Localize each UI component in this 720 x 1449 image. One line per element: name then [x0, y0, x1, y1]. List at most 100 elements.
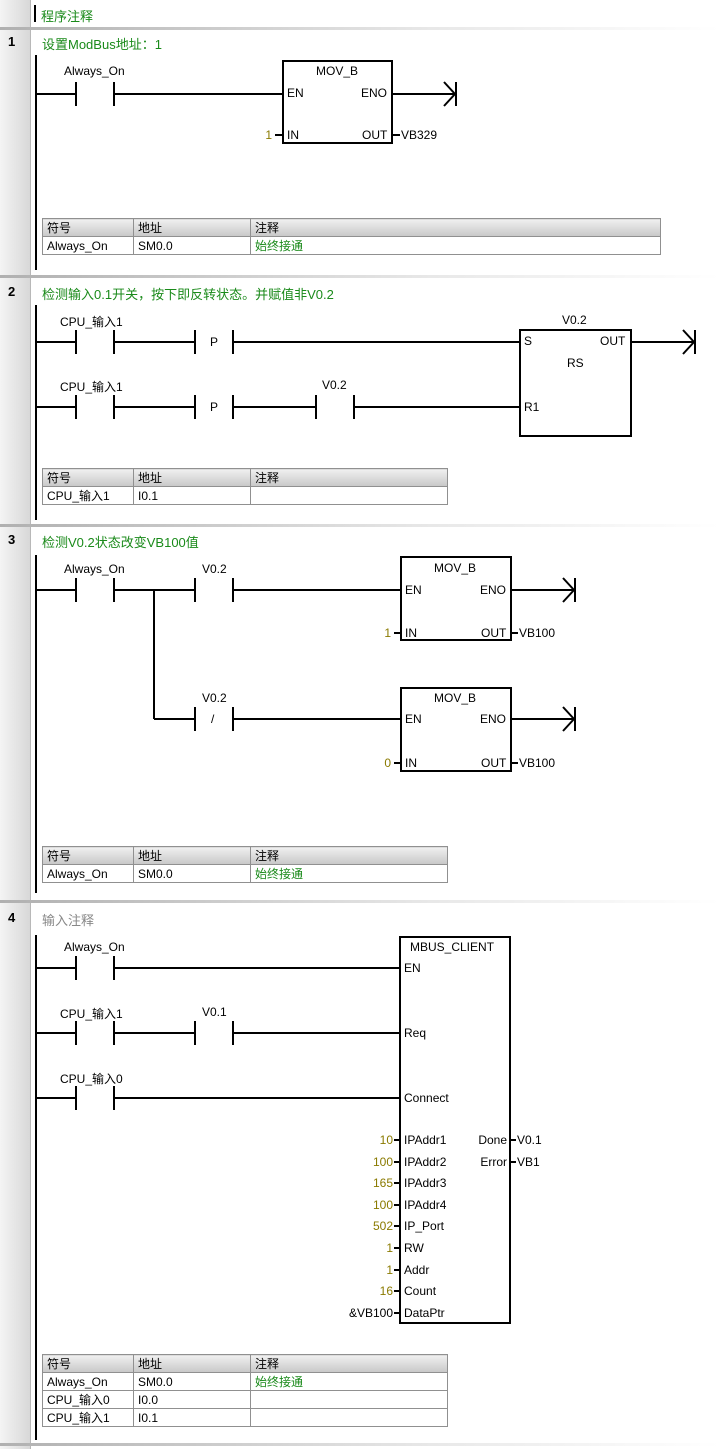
table-cell[interactable]: SM0.0 [133, 236, 251, 255]
block-out: OUT [481, 756, 507, 770]
left-gutter [0, 0, 31, 1449]
block-eno: ENO [480, 583, 507, 597]
out-value: VB100 [519, 756, 556, 770]
table-cell[interactable]: 始终接通 [250, 236, 661, 255]
block-name: MOV_B [316, 64, 359, 78]
table-cell[interactable]: 始终接通 [250, 864, 448, 883]
param-value: &VB100 [348, 1306, 393, 1320]
col-header: 注释 [250, 468, 448, 487]
rs-address: V0.2 [562, 313, 587, 327]
contact-label: V0.1 [202, 1005, 227, 1019]
table-cell[interactable]: I0.1 [133, 486, 251, 505]
param-value: 1 [386, 1263, 393, 1277]
p-symbol: P [210, 400, 219, 414]
separator [0, 275, 720, 278]
table-cell[interactable]: I0.0 [133, 1390, 251, 1409]
block-in: IN [405, 626, 417, 640]
table-cell[interactable]: SM0.0 [133, 864, 251, 883]
output-value: VB1 [517, 1155, 540, 1169]
table-cell[interactable]: CPU_输入1 [42, 486, 134, 505]
block-connect: Connect [404, 1091, 449, 1105]
network-number: 3 [8, 532, 16, 547]
param-label: IPAddr4 [404, 1198, 447, 1212]
p-symbol: P [210, 335, 219, 349]
out-value: VB100 [519, 626, 556, 640]
network-title[interactable]: 检测V0.2状态改变VB100值 [42, 535, 199, 550]
program-comment-marker [34, 5, 36, 22]
network-number: 2 [8, 284, 16, 299]
col-header: 符号 [42, 846, 134, 865]
network-title[interactable]: 输入注释 [42, 913, 95, 928]
network-number: 1 [8, 34, 16, 49]
network-title[interactable]: 设置ModBus地址：1 [42, 37, 162, 52]
block-name: MOV_B [434, 691, 477, 705]
table-cell[interactable]: Always_On [42, 864, 134, 883]
output-label: Done [478, 1133, 507, 1147]
block-eno: ENO [480, 712, 507, 726]
param-value: 100 [372, 1155, 393, 1169]
table-cell[interactable]: Always_On [42, 236, 134, 255]
table-cell[interactable]: Always_On [42, 1372, 134, 1391]
param-value: 1 [386, 1241, 393, 1255]
col-header: 符号 [42, 218, 134, 237]
param-value: 16 [379, 1284, 393, 1298]
col-header: 注释 [250, 846, 448, 865]
table-cell[interactable]: CPU_输入0 [42, 1390, 134, 1409]
in-value: 1 [265, 128, 272, 142]
table-cell[interactable] [250, 1408, 448, 1427]
output-value: V0.1 [517, 1133, 542, 1147]
block-in: IN [405, 756, 417, 770]
contact-label: Always_On [64, 64, 125, 78]
table-cell[interactable]: 始终接通 [250, 1372, 448, 1391]
contact-label: Always_On [64, 940, 125, 954]
contact-label: CPU_输入1 [60, 1007, 123, 1021]
col-header: 注释 [250, 1354, 448, 1373]
output-label: Error [480, 1155, 507, 1169]
not-symbol: / [211, 712, 215, 726]
table-cell[interactable]: CPU_输入1 [42, 1408, 134, 1427]
block-en: EN [404, 961, 421, 975]
param-label: IPAddr3 [404, 1176, 447, 1190]
param-label: IPAddr2 [404, 1155, 447, 1169]
param-label: DataPtr [404, 1306, 445, 1320]
table-cell[interactable]: SM0.0 [133, 1372, 251, 1391]
contact-label: V0.2 [202, 562, 227, 576]
col-header: 注释 [250, 218, 661, 237]
block-in: IN [287, 128, 299, 142]
separator [0, 1443, 720, 1446]
separator [0, 900, 720, 903]
param-value: 100 [372, 1198, 393, 1212]
block-req: Req [404, 1026, 427, 1040]
block-out: OUT [481, 626, 507, 640]
param-value: 10 [379, 1133, 393, 1147]
param-label: Count [404, 1284, 437, 1298]
col-header: 地址 [133, 468, 251, 487]
block-eno: ENO [361, 86, 388, 100]
block-en: EN [287, 86, 304, 100]
param-label: IP_Port [404, 1219, 445, 1233]
param-label: Addr [404, 1263, 430, 1277]
block-name: MOV_B [434, 561, 477, 575]
table-cell[interactable] [250, 1390, 448, 1409]
rs-type: RS [567, 356, 584, 370]
separator [0, 27, 720, 30]
contact-label: V0.2 [322, 378, 347, 392]
param-value: 502 [372, 1219, 393, 1233]
contact-label: CPU_输入1 [60, 380, 123, 394]
contact-label: Always_On [64, 562, 125, 576]
n3-wiring [36, 556, 576, 772]
program-comment[interactable]: 程序注释 [41, 9, 94, 24]
table-cell[interactable] [250, 486, 448, 505]
col-header: 符号 [42, 468, 134, 487]
col-header: 地址 [133, 846, 251, 865]
out-value: VB329 [401, 128, 438, 142]
rs-out: OUT [600, 334, 626, 348]
network-number: 4 [8, 910, 16, 925]
table-cell[interactable]: I0.1 [133, 1408, 251, 1427]
param-value: 165 [372, 1176, 393, 1190]
network-title[interactable]: 检测输入0.1开关，按下即反转状态。并赋值非V0.2 [42, 287, 334, 302]
